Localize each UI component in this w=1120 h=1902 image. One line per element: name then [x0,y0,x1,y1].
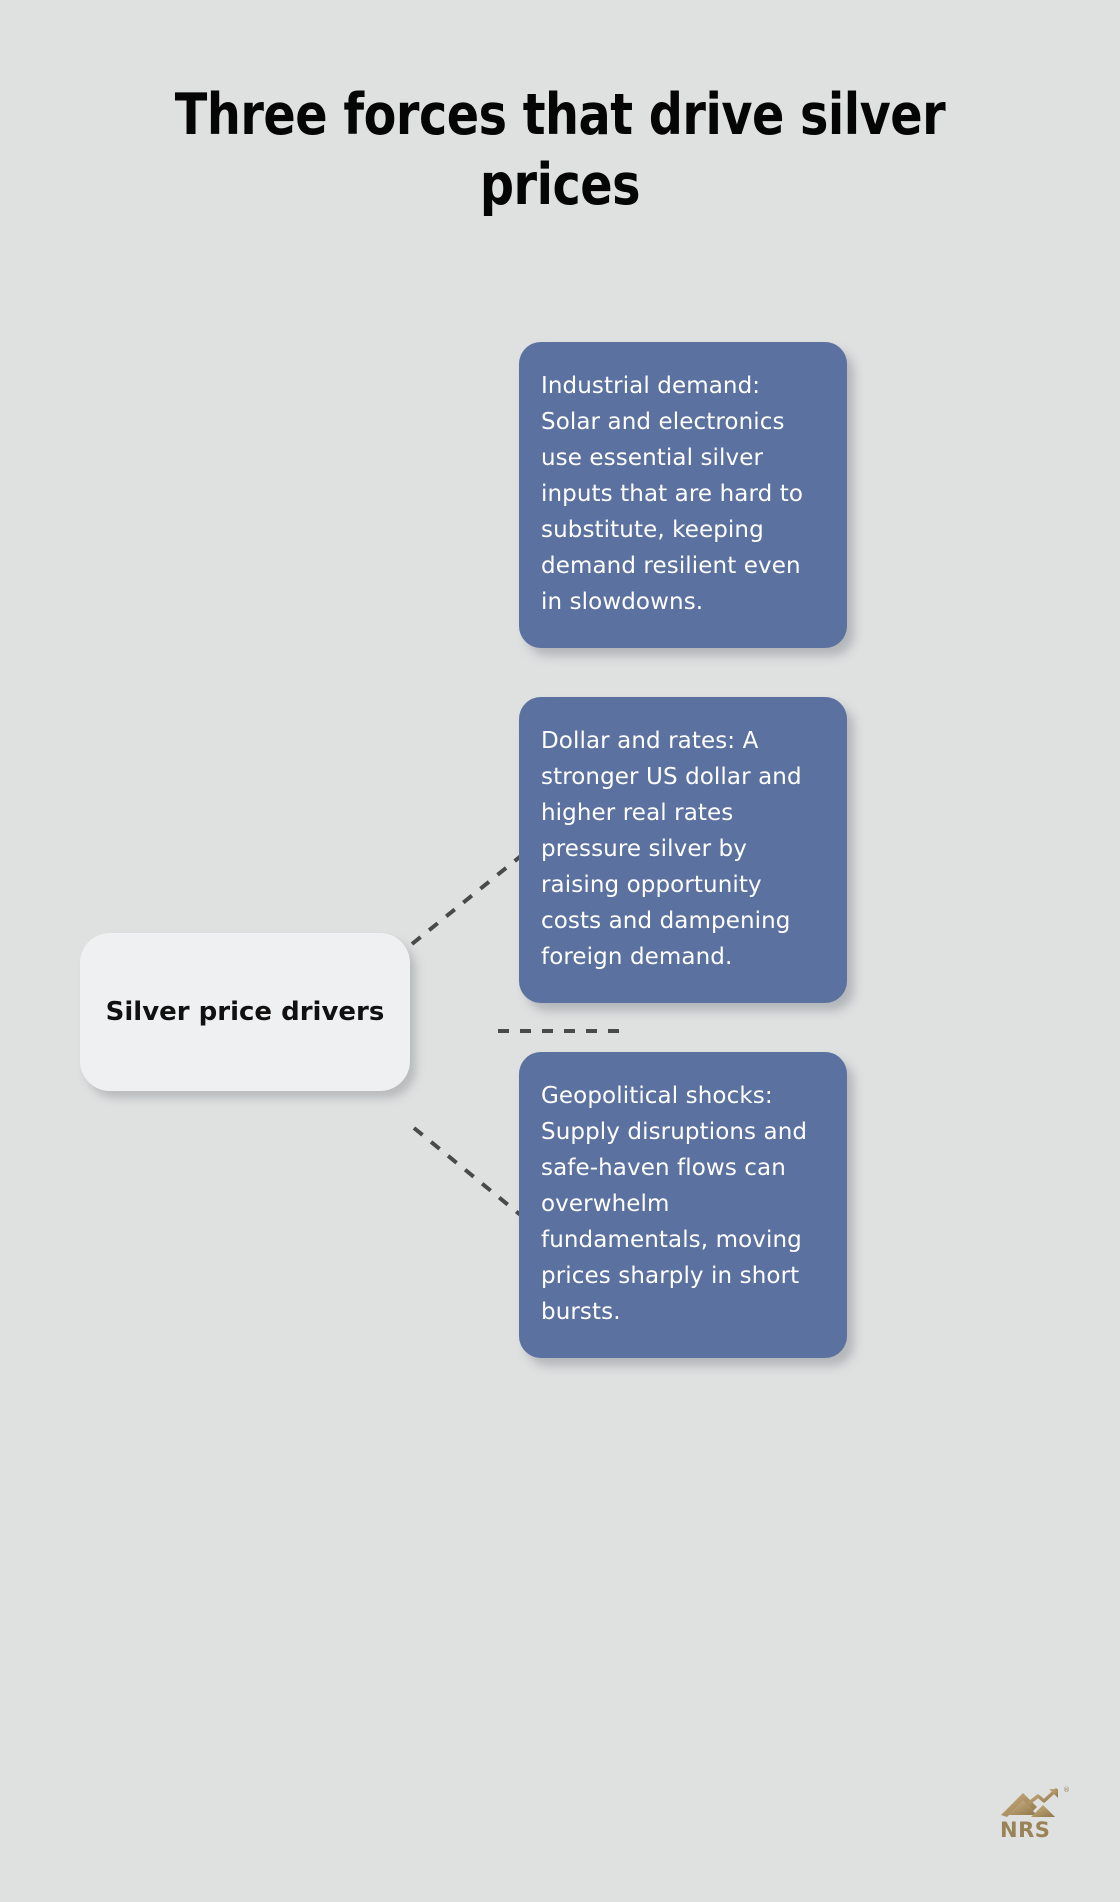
branch-card-text: Dollar and rates: A stronger US dollar a… [541,728,802,970]
branch-card-dollar-and-rates[interactable]: Dollar and rates: A stronger US dollar a… [519,697,847,1003]
registered-trademark-icon: ® [1063,1786,1070,1794]
logo-wordmark: NRS [1000,1818,1051,1842]
roof-chart-arrow-icon [1001,1788,1058,1817]
branch-card-text: Industrial demand: Solar and electronics… [541,373,804,615]
branch-card-text: Geopolitical shocks: Supply disruptions … [541,1083,808,1325]
center-node-label: Silver price drivers [105,997,385,1027]
branch-card-geopolitical-shocks[interactable]: Geopolitical shocks: Supply disruptions … [519,1052,847,1358]
page-title: Three forces that drive silver prices [174,82,946,218]
branch-card-industrial-demand[interactable]: Industrial demand: Solar and electronics… [519,342,847,648]
nrs-logo: NRS ® [1000,1786,1070,1844]
center-node[interactable]: Silver price drivers [80,933,410,1091]
